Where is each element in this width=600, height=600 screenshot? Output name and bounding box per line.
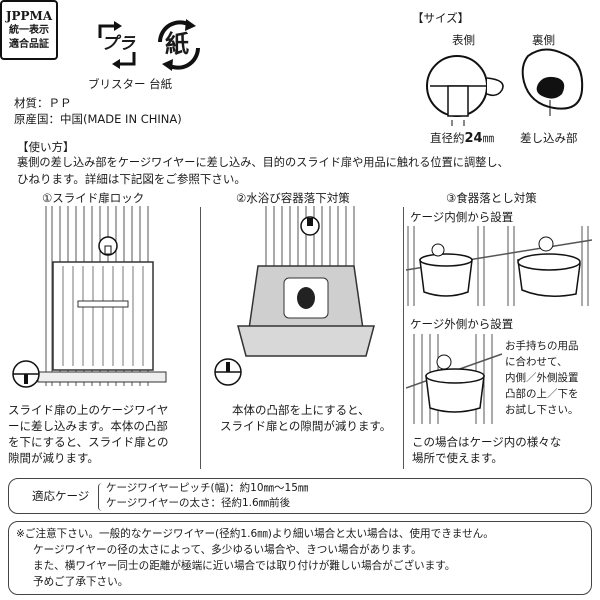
pla-mark-text: プラ bbox=[101, 34, 135, 54]
front-label: 表側 bbox=[452, 33, 475, 47]
compat-line1: ケージワイヤーピッチ(幅)：約10㎜〜15㎜ bbox=[106, 482, 309, 494]
column-divider bbox=[200, 207, 201, 469]
paper-recycle-mark: 紙 bbox=[150, 16, 208, 74]
outside-install-icon bbox=[406, 334, 503, 424]
compat-bracket bbox=[98, 483, 102, 511]
section1-illustration bbox=[8, 206, 196, 396]
diameter-value: 24 bbox=[464, 131, 483, 146]
slide-door-lock-illustration bbox=[12, 206, 167, 388]
section3-note-line: に合わせて、 bbox=[505, 356, 568, 368]
section2-desc-line: 本体の凸部を上にすると、 bbox=[232, 403, 370, 417]
section3-note-line: お手持ちの用品 bbox=[505, 340, 579, 352]
section3-desc-line: この場合はケージ内の様々な bbox=[412, 435, 562, 449]
compat-line2: ケージワイヤーの太さ：径約1.6㎜前後 bbox=[106, 497, 291, 509]
insert-label: 差し込み部 bbox=[520, 131, 578, 145]
section1-desc-line: を下にすると、スライド扉との bbox=[8, 435, 169, 449]
size-front-view bbox=[412, 48, 512, 128]
back-view-illustration bbox=[521, 48, 584, 116]
caution-line4: 予めご了承下さい。 bbox=[33, 576, 129, 588]
material-text: 材質：ＰＰ bbox=[14, 96, 72, 110]
front-view-illustration bbox=[426, 55, 504, 126]
inside-install-illustration bbox=[406, 226, 594, 308]
badge-line2: 統一表示 bbox=[9, 24, 49, 36]
inside-install-label: ケージ内側から設置 bbox=[410, 210, 514, 224]
section3-note-line: お試し下さい。 bbox=[505, 404, 579, 416]
paper-mark-text: 紙 bbox=[165, 30, 189, 58]
paper-recycle-icon bbox=[158, 19, 200, 71]
outside-install-illustration bbox=[406, 334, 506, 426]
caution-line2: ケージワイヤーの径の太さによって、多少ゆるい場合や、きつい場合があります。 bbox=[33, 544, 422, 556]
bath-container-illustration bbox=[214, 206, 375, 386]
usage-line1: 裏側の差し込み部をケージワイヤーに差し込み、目的のスライド扉や用品に触れる位置に… bbox=[17, 156, 509, 169]
usage-heading: 【使い方】 bbox=[17, 140, 75, 154]
section3-desc-line: 場所で使えます。 bbox=[412, 451, 503, 465]
section3-note-line: 凸部の上／下を bbox=[505, 388, 579, 400]
pla-recycle-mark: プラ bbox=[88, 18, 146, 72]
outside-install-label: ケージ外側から設置 bbox=[410, 317, 514, 331]
caution-line3: また、横ワイヤー同士の距離が極端に近い場合では取り付けが難しい場合がございます。 bbox=[33, 560, 456, 572]
section1-desc-line: スライド扉の上のケージワイヤ bbox=[8, 403, 169, 417]
section3-title: ③食器落とし対策 bbox=[446, 191, 537, 205]
section1-title: ①スライド扉ロック bbox=[42, 191, 145, 205]
diameter-label: 直径約 bbox=[430, 131, 465, 145]
diameter-text: 直径約24㎜ bbox=[430, 130, 494, 147]
origin-text: 原産国：中国(MADE IN CHINA) bbox=[14, 112, 182, 126]
inside-install-icon bbox=[406, 226, 593, 306]
compatible-cage-label: 適応ケージ bbox=[32, 489, 90, 503]
recycle-label: ブリスター 台紙 bbox=[88, 77, 173, 91]
section2-desc-line: スライド扉との隙間が減ります。 bbox=[220, 419, 392, 433]
diameter-unit: ㎜ bbox=[482, 131, 495, 145]
badge-line3: 適合品証 bbox=[9, 38, 49, 50]
section1-desc-line: 隙間が減ります。 bbox=[8, 451, 99, 465]
column-divider bbox=[403, 207, 404, 469]
jppma-badge: JPPMA 統一表示 適合品証 bbox=[0, 0, 58, 60]
section2-title: ②水浴び容器落下対策 bbox=[236, 191, 350, 205]
section1-desc-line: ーに差し込みます。本体の凸部 bbox=[8, 419, 168, 433]
compatible-cage-box bbox=[8, 478, 592, 514]
caution-line1: ※ご注意下さい。一般的なケージワイヤー(径約1.6㎜)より細い場合と太い場合は、… bbox=[16, 528, 494, 540]
pla-recycle-icon bbox=[98, 21, 136, 69]
badge-line1: JPPMA bbox=[5, 8, 53, 23]
size-heading: 【サイズ】 bbox=[412, 11, 470, 25]
back-label: 裏側 bbox=[532, 33, 555, 47]
section2-illustration bbox=[206, 206, 400, 392]
caution-box bbox=[8, 521, 592, 595]
size-back-view bbox=[514, 42, 596, 122]
section3-note-line: 内側／外側設置 bbox=[505, 372, 579, 384]
usage-line2: ひねります。詳細は下記図をご参照下さい。 bbox=[17, 172, 246, 186]
